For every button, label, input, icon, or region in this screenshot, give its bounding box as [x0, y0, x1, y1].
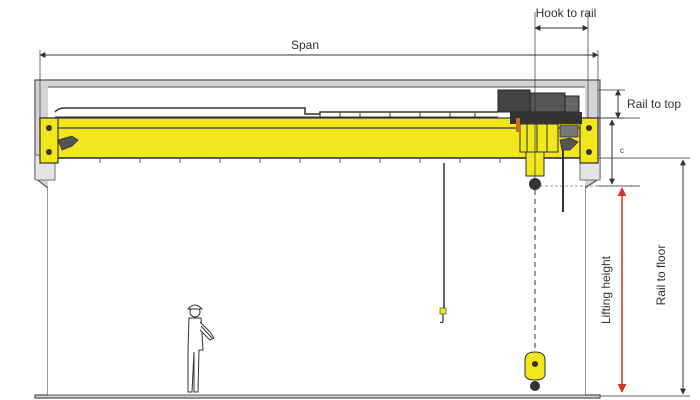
lifting-height-label: Lifting height: [599, 255, 613, 324]
lifting-height-dimension: Lifting height: [540, 185, 640, 393]
crane-girder: [39, 117, 599, 163]
trolley-hoist: [497, 89, 582, 212]
span-label: Span: [291, 38, 319, 52]
hook-to-rail-dimension: Hook to rail: [534, 6, 597, 178]
left-drive-motor: [57, 135, 79, 151]
building-structure: [34, 79, 601, 399]
rail-to-floor-dimension: Rail to floor: [598, 157, 690, 397]
rail-to-top-dimension: Rail to top: [598, 89, 681, 119]
rail-to-top-label: Rail to top: [627, 97, 681, 111]
upper-hook: [529, 178, 541, 190]
auxiliary-hook: [439, 163, 447, 324]
span-dimension: Span: [39, 38, 599, 118]
hoist-drum: [519, 123, 559, 153]
c-dimension: c: [598, 117, 640, 187]
girder-web: [54, 127, 586, 159]
lower-hook-block: [524, 351, 546, 391]
hook-to-rail-label: Hook to rail: [536, 6, 597, 20]
walkway-rails: [54, 107, 498, 118]
left-end-carriage: [39, 117, 79, 164]
right-drive-motor: [559, 137, 579, 151]
rail-to-floor-label: Rail to floor: [654, 245, 668, 306]
c-label: c: [620, 146, 624, 155]
worker-figure: [186, 304, 215, 393]
right-end-carriage: [559, 117, 599, 164]
